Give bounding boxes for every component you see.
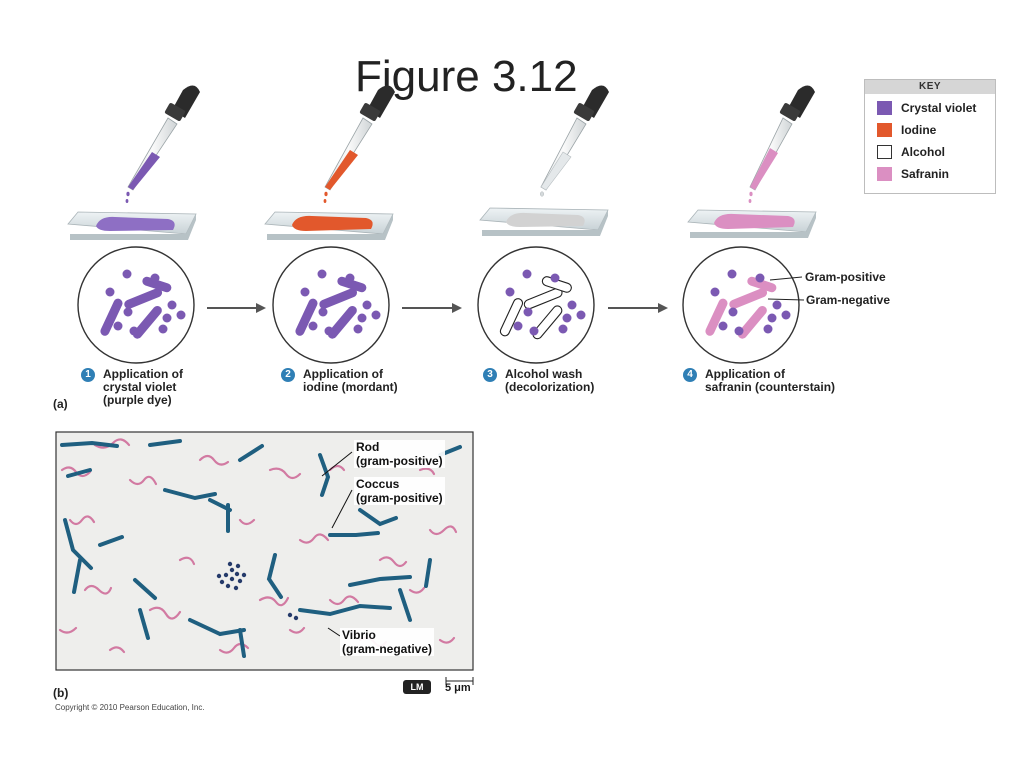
key-swatch-alcohol: [877, 144, 892, 159]
panel-label-b: (b): [53, 686, 69, 700]
step-4-label: 4 Application of safranin (counterstain): [683, 368, 835, 394]
slide-4: [687, 209, 817, 238]
micro-label-rod: Rod (gram-positive): [354, 440, 445, 468]
dropper-safranin: [748, 85, 815, 203]
color-key: KEY Crystal violet Iodine Alcohol Safran…: [864, 79, 996, 194]
callout-gram-positive: Gram-positive: [805, 270, 886, 284]
cell-view-3: [477, 246, 595, 364]
step-2-label: 2 Application of iodine (mordant): [281, 368, 398, 394]
scale-label: 5 μm: [445, 682, 471, 694]
key-label: Iodine: [901, 122, 937, 137]
micro-label-line: Vibrio: [342, 628, 376, 642]
cell-view-1: [77, 246, 195, 364]
step-line: (decolorization): [505, 380, 595, 394]
micro-label-line: (gram-positive): [356, 454, 443, 468]
key-label: Crystal violet: [901, 100, 977, 115]
step-3-label: 3 Alcohol wash (decolorization): [483, 368, 594, 394]
step-text: Application of safranin (counterstain): [705, 368, 835, 394]
micro-label-line: (gram-negative): [342, 642, 433, 656]
key-item-safranin: Safranin: [877, 165, 949, 182]
process-arrows: [207, 303, 668, 313]
key-swatch-crystal-violet: [877, 100, 892, 115]
dropper-alcohol: [540, 85, 609, 197]
key-swatch-safranin: [877, 166, 892, 181]
micro-label-line: Rod: [356, 440, 380, 454]
micro-label-line: (gram-positive): [356, 491, 443, 505]
step-text: Application of iodine (mordant): [303, 368, 398, 394]
micro-label-coccus: Coccus (gram-positive): [354, 477, 445, 505]
slide-1: [67, 211, 197, 240]
step-number: 3: [483, 368, 497, 382]
key-item-alcohol: Alcohol: [877, 143, 945, 160]
step-1-label: 1 Application of crystal violet (purple …: [81, 368, 183, 407]
copyright-text: Copyright © 2010 Pearson Education, Inc.: [55, 703, 205, 712]
step-text: Alcohol wash (decolorization): [505, 368, 594, 394]
slide-3: [479, 207, 609, 236]
key-heading: KEY: [865, 80, 995, 94]
step-number: 4: [683, 368, 697, 382]
step-line: Application of: [303, 367, 383, 381]
key-item-crystal-violet: Crystal violet: [877, 99, 976, 116]
step-line: (purple dye): [103, 393, 172, 407]
step-number: 1: [81, 368, 95, 382]
step-line: Application of: [705, 367, 785, 381]
step-line: Application of: [103, 367, 183, 381]
scale-bar: [445, 677, 474, 685]
lm-badge: LM: [403, 680, 431, 694]
cell-view-2: [272, 246, 390, 364]
panel-label-a: (a): [53, 397, 68, 411]
step-line: crystal violet: [103, 380, 177, 394]
step-line: iodine (mordant): [303, 380, 398, 394]
key-label: Safranin: [901, 166, 950, 181]
callout-gram-negative: Gram-negative: [806, 293, 891, 307]
key-item-iodine: Iodine: [877, 121, 936, 138]
dropper-iodine: [323, 85, 395, 203]
step-text: Application of crystal violet (purple dy…: [103, 368, 183, 407]
micro-label-line: Coccus: [356, 477, 400, 491]
dropper-crystal-violet: [125, 85, 200, 203]
key-swatch-iodine: [877, 122, 892, 137]
micro-label-vibrio: Vibrio (gram-negative): [340, 628, 435, 656]
slide-2: [264, 211, 394, 240]
step-line: safranin (counterstain): [705, 380, 836, 394]
step-number: 2: [281, 368, 295, 382]
key-label: Alcohol: [901, 144, 945, 159]
cell-view-4: [682, 246, 805, 364]
step-line: Alcohol wash: [505, 367, 583, 381]
